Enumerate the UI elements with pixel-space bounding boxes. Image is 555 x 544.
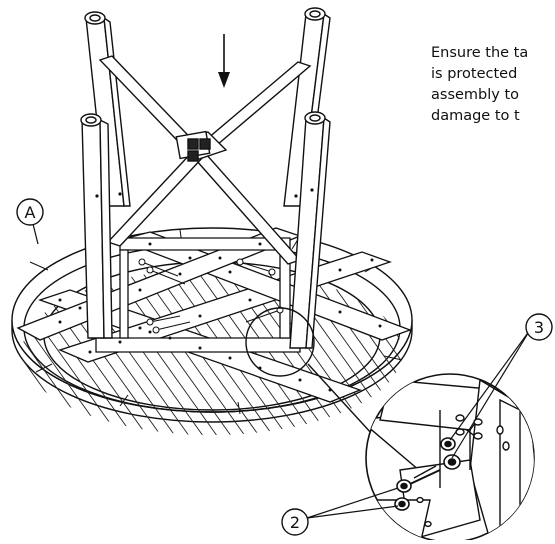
instruction-line: damage to t [431,108,520,124]
screw-hole [370,258,374,262]
detail-view [365,373,535,543]
leg-front-left [80,113,113,339]
screw-hole [198,314,202,318]
slat-line [22,269,137,435]
instruction-note: Ensure the ta is protected assembly to d… [431,43,555,127]
leader-lines [29,211,531,519]
callout-a: A [16,198,44,226]
leg-cross-brace [98,55,312,265]
screw-hole [148,330,152,334]
slat-line [195,269,347,435]
callout-3: 3 [525,313,553,341]
slat-line [153,269,305,435]
screw-hole [258,242,262,246]
screw-hole [378,324,382,328]
instruction-line: Ensure the ta [431,45,529,61]
slat-line [181,269,333,435]
slat-line [22,269,95,435]
instruction-line: is protected [431,66,518,82]
instruction-line: assembly to [431,87,520,103]
screw-hole [248,298,252,302]
slat-line [22,269,151,435]
screw-hole [168,336,172,340]
leg-bolt-holes [95,188,314,198]
screw-hole [118,340,122,344]
screw-hole [228,270,232,274]
rail-bolts [138,258,284,334]
screw-hole [338,310,342,314]
screw-hole [198,346,202,350]
table-legs [80,7,331,349]
screw-hole [88,350,92,354]
screw-hole [178,272,182,276]
screw-hole [58,298,62,302]
slat-line [279,269,402,435]
screw-hole [138,326,142,330]
callout-a-label: A [25,203,36,222]
screw-hole [148,242,152,246]
screw-hole [298,378,302,382]
leg-front-right [289,111,331,349]
screw-hole [78,306,82,310]
screw-hole [188,256,192,260]
slat-line [167,269,319,435]
slat-line [139,269,291,435]
screw-hole [58,320,62,324]
screw-hole [218,256,222,260]
slat-line [0,230,10,440]
screw-hole [338,268,342,272]
screw-hole [138,288,142,292]
screw-hole [228,356,232,360]
callout-3-label: 3 [534,318,544,337]
callout-2-label: 2 [290,513,300,532]
detail-washers [394,437,461,511]
detail-source-circle [245,307,373,435]
down-arrow-icon [218,34,230,88]
callout-2: 2 [281,508,309,536]
